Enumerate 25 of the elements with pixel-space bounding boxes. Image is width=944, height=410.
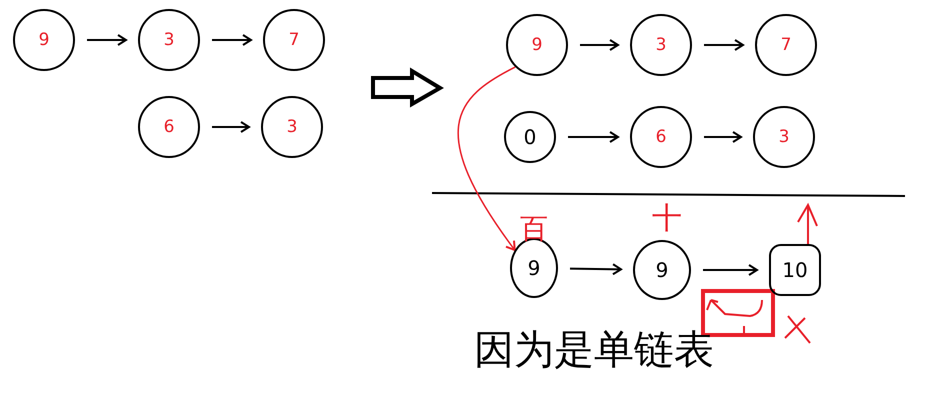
- arrow: [458, 66, 516, 252]
- circle-node: 9: [506, 14, 568, 76]
- arrow: [570, 263, 622, 276]
- arrow: [212, 121, 250, 133]
- circle-node: 3: [138, 9, 200, 71]
- arrow: [704, 39, 744, 51]
- arrow: [703, 264, 758, 276]
- circle-node: 3: [261, 96, 323, 158]
- circle-node: 9: [13, 9, 75, 71]
- digit-place-label: 十: [652, 204, 682, 234]
- arrow: [212, 34, 252, 46]
- circle-node: 6: [630, 106, 692, 168]
- arrow: [704, 131, 742, 143]
- arrow: [580, 39, 619, 51]
- arrow: [568, 131, 619, 143]
- circle-node: 3: [753, 106, 815, 168]
- circle-node: 7: [263, 9, 325, 71]
- circle-node: 6: [138, 96, 200, 158]
- circle-node: 3: [630, 14, 692, 76]
- circle-node: 0: [504, 111, 556, 163]
- circle-node: 7: [755, 14, 817, 76]
- note-text: 因为是单链表: [474, 330, 714, 370]
- circle-node: 9: [633, 240, 691, 300]
- rounded-node: 10: [769, 244, 821, 296]
- arrow: [87, 34, 127, 46]
